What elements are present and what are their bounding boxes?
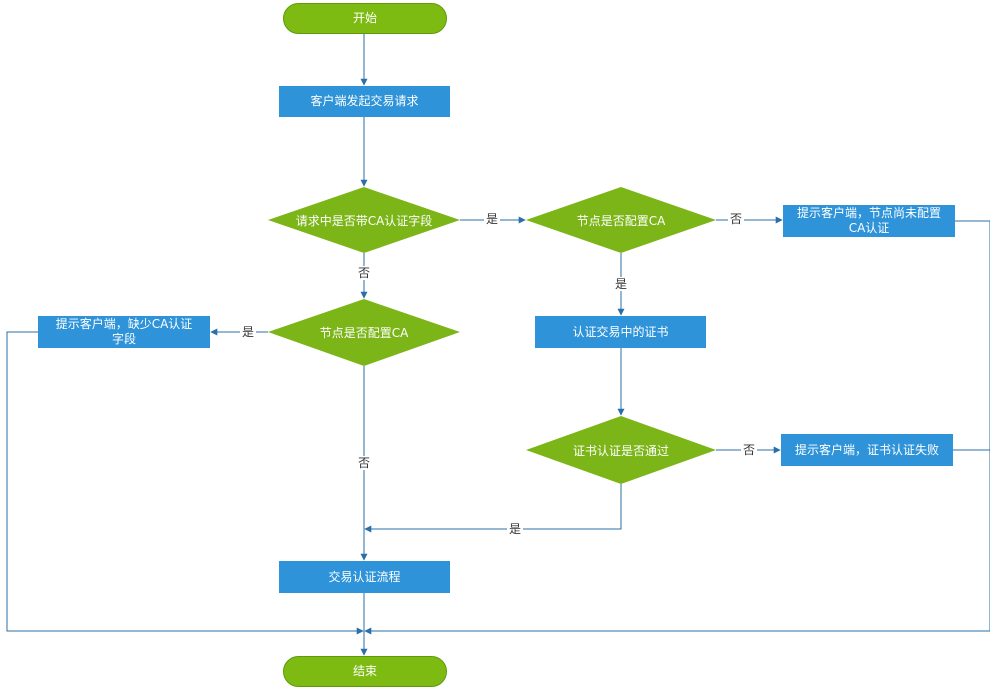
edge-yes-cert-pass: [364, 484, 622, 533]
decision-node-ca-right-label: 节点是否配置CA: [576, 213, 666, 228]
process-tx-auth-flow: 交易认证流程: [279, 561, 450, 593]
process-verify-cert: 认证交易中的证书: [535, 316, 706, 348]
process-tx-auth-flow-label: 交易认证流程: [328, 569, 401, 584]
edge-missing-field-to-end: [6, 331, 364, 635]
edge-label-no-cert-fail: 否: [741, 443, 758, 457]
process-tip-cert-fail: 提示客户端，证书认证失败: [781, 434, 953, 466]
decision-cert-pass-label: 证书认证是否通过: [572, 443, 669, 458]
decision-node-ca-left-shape: [268, 299, 460, 366]
edge-label-yes-right: 是: [484, 212, 501, 226]
edge-label-no-down-ca-field: 否: [356, 266, 373, 280]
decision-node-ca-right-shape: [526, 187, 716, 253]
edge-tip-no-ca-to-end: [364, 220, 990, 635]
process-tip-node-no-ca: 提示客户端，节点尚未配置CA认证: [783, 205, 955, 237]
process-tip-cert-fail-label: 提示客户端，证书认证失败: [795, 442, 940, 457]
start-terminal: 开始: [283, 3, 447, 34]
decision-has-ca-field-shape: [268, 187, 460, 253]
process-tip-missing-ca-label: 提示客户端，缺少CA认证字段: [55, 317, 193, 346]
edge-label-yes-down-verify: 是: [613, 277, 630, 291]
edge-label-no-down-flow: 否: [356, 456, 373, 470]
end-label: 结束: [352, 664, 377, 678]
process-client-request: 客户端发起交易请求: [279, 86, 450, 117]
edge-label-yes-missing-field: 是: [240, 325, 257, 339]
end-terminal: 结束: [283, 656, 447, 687]
process-tip-missing-ca: 提示客户端，缺少CA认证字段: [38, 316, 210, 348]
decision-has-ca-field-label: 请求中是否带CA认证字段: [295, 213, 433, 228]
process-verify-cert-label: 认证交易中的证书: [572, 324, 669, 339]
decision-node-ca-left-label: 节点是否配置CA: [319, 325, 409, 340]
edge-label-no-tip-no-ca: 否: [728, 212, 745, 226]
decision-cert-pass-shape: [526, 416, 716, 484]
start-label: 开始: [352, 11, 377, 25]
process-tip-node-no-ca-label: 提示客户端，节点尚未配置CA认证: [796, 206, 941, 235]
process-client-request-label: 客户端发起交易请求: [310, 94, 419, 108]
edge-label-yes-cert-pass: 是: [507, 522, 524, 536]
